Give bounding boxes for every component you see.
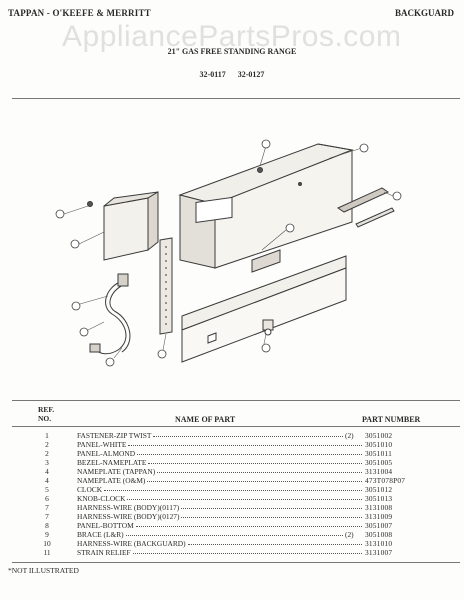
table-row: 8 PANEL-BOTTOM 3051007 — [0, 521, 464, 530]
divider-table-bottom — [12, 562, 460, 563]
parts-table: 1 FASTENER-ZIP TWIST (2) 3051002 2 PANEL-WHIT… — [0, 431, 464, 557]
dot-leader — [188, 544, 362, 545]
ref-number: 8 — [45, 521, 49, 530]
ref-header-line1: REF. — [38, 405, 55, 414]
part-number[interactable]: 3051013 — [365, 494, 393, 503]
ref-number: 10 — [43, 539, 51, 548]
ref-number: 5 — [45, 485, 49, 494]
divider-top — [12, 98, 460, 99]
dot-leader — [147, 481, 362, 482]
part-number[interactable]: 3131010 — [365, 539, 393, 548]
dot-leader — [137, 454, 362, 455]
quantity: (2) — [345, 431, 354, 440]
section-header: BACKGUARD — [394, 8, 454, 18]
table-row: 4 NAMEPLATE (TAPPAN) 3131004 — [0, 467, 464, 476]
part-name: FASTENER-ZIP TWIST — [77, 431, 152, 440]
part-number[interactable]: 3051011 — [365, 449, 392, 458]
table-row: 3 BEZEL-NAMEPLATE 3051005 — [0, 458, 464, 467]
page-title: 21" GAS FREE STANDING RANGE — [167, 47, 297, 56]
table-row: 1 FASTENER-ZIP TWIST (2) 3051002 — [0, 431, 464, 440]
ref-number: 3 — [45, 458, 49, 467]
table-row: 2 PANEL-WHITE 3051010 — [0, 440, 464, 449]
part-number[interactable]: 3051010 — [365, 440, 393, 449]
ref-number: 4 — [45, 476, 49, 485]
nameplate-drawing — [336, 187, 395, 228]
exploded-diagram — [55, 139, 402, 367]
dot-leader — [181, 508, 362, 509]
part-number[interactable]: 3051012 — [365, 485, 393, 494]
dot-leader — [136, 526, 362, 527]
dot-leader — [104, 490, 362, 491]
clock-knob-drawing — [262, 319, 274, 336]
part-name: NAMEPLATE (O&M) — [77, 476, 146, 485]
brand-header: TAPPAN - O'KEEFE & MERRITT — [8, 8, 151, 18]
part-name: BRACE (L&R) — [77, 530, 124, 539]
part-number[interactable]: 3131008 — [365, 503, 393, 512]
part-number[interactable]: 3131007 — [365, 548, 393, 557]
dot-leader — [133, 553, 362, 554]
ref-number: 7 — [45, 503, 49, 512]
name-of-part-header: NAME OF PART — [175, 415, 236, 424]
part-name: CLOCK — [77, 485, 103, 494]
dot-leader — [126, 535, 343, 536]
part-name: PANEL-WHITE — [77, 440, 127, 449]
table-row: 4 NAMEPLATE (O&M) 473T078P07 — [0, 476, 464, 485]
ref-number: 2 — [45, 440, 49, 449]
dot-leader — [127, 499, 362, 500]
part-name: NAMEPLATE (TAPPAN) — [77, 467, 156, 476]
brace-drawing — [103, 191, 159, 261]
part-number[interactable]: 3131004 — [365, 467, 393, 476]
part-name: KNOB-CLOCK — [77, 494, 126, 503]
table-row: 6 KNOB-CLOCK 3051013 — [0, 494, 464, 503]
dot-leader — [181, 517, 362, 518]
part-number[interactable]: 3051005 — [365, 458, 393, 467]
watermark: AppliancePartsPros.com — [62, 20, 402, 53]
ref-number: 7 — [45, 512, 49, 521]
vertical-brace-drawing — [159, 237, 173, 335]
part-name: BEZEL-NAMEPLATE — [77, 458, 147, 467]
ref-number: 9 — [45, 530, 49, 539]
divider-table-header — [12, 426, 460, 427]
table-row: 10 HARNESS-WIRE (BACKGUARD) 3131010 — [0, 539, 464, 548]
ref-number: 2 — [45, 449, 49, 458]
dot-leader — [157, 472, 362, 473]
part-name: HARNESS-WIRE (BODY)(0117) — [77, 503, 180, 512]
ref-number: 4 — [45, 467, 49, 476]
part-number[interactable]: 3051008 — [365, 530, 393, 539]
divider-table-top — [12, 400, 460, 401]
ref-number: 6 — [45, 494, 49, 503]
dot-leader — [128, 445, 362, 446]
wire-harness-drawing — [89, 273, 131, 355]
table-row: 7 HARNESS-WIRE (BODY)(0117) 3131008 — [0, 503, 464, 512]
table-row: 11 STRAIN RELIEF 3131007 — [0, 548, 464, 557]
table-row: 5 CLOCK 3051012 — [0, 485, 464, 494]
quantity: (2) — [345, 530, 354, 539]
footnote: *NOT ILLUSTRATED — [8, 566, 79, 575]
dot-leader — [153, 436, 343, 437]
ref-number: 1 — [45, 431, 49, 440]
part-name: STRAIN RELIEF — [77, 548, 131, 557]
part-number[interactable]: 3051002 — [365, 431, 393, 440]
ref-number: 11 — [43, 548, 51, 557]
part-name: PANEL-BOTTOM — [77, 521, 134, 530]
part-number[interactable]: 3131009 — [365, 512, 393, 521]
part-name: HARNESS-WIRE (BACKGUARD) — [77, 539, 186, 548]
part-number[interactable]: 473T078P07 — [365, 476, 406, 485]
part-number[interactable]: 3051007 — [365, 521, 393, 530]
bottom-panel-drawing — [181, 255, 347, 363]
table-row: 2 PANEL-ALMOND 3051011 — [0, 449, 464, 458]
part-name: HARNESS-WIRE (BODY)(0127) — [77, 512, 180, 521]
dot-leader — [148, 463, 362, 464]
ref-no-header: REF. NO. — [38, 405, 54, 423]
table-row: 7 HARNESS-WIRE (BODY)(0127) 3131009 — [0, 512, 464, 521]
part-name: PANEL-ALMOND — [77, 449, 136, 458]
ref-header-line2: NO. — [38, 414, 52, 423]
part-number-header: PART NUMBER — [362, 415, 421, 424]
table-row: 9 BRACE (L&R) (2) 3051008 — [0, 530, 464, 539]
model-numbers: 32-0117 32-0127 — [199, 70, 265, 79]
backguard-panel-drawing — [178, 143, 354, 273]
